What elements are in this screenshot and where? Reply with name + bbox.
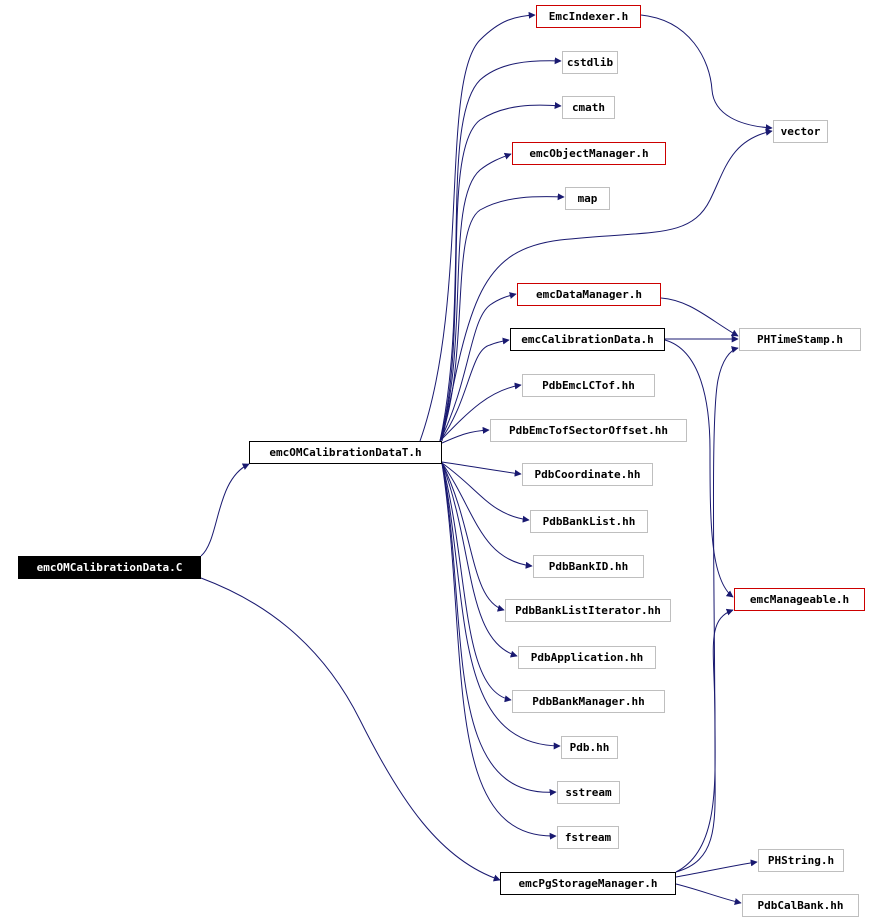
node-vector: vector [773, 120, 828, 143]
node-emcomcalibrationdata-c[interactable]: emcOMCalibrationData.C [18, 556, 201, 579]
node-emcomcalibrationdatat-h[interactable]: emcOMCalibrationDataT.h [249, 441, 442, 464]
node-pdbbanklistiterator-hh: PdbBankListIterator.hh [505, 599, 671, 622]
edge-storage-to-phstring [675, 859, 758, 878]
edge-calib-t-to-map [439, 193, 565, 442]
node-pdbapplication-hh: PdbApplication.hh [518, 646, 656, 669]
edge-calib-t-to-objmgr [439, 152, 512, 442]
edge-calib-t-to-emcindexer [419, 11, 536, 442]
edge-calib-t-to-calibdata [439, 337, 510, 442]
edge-calib-t-to-banklist [441, 462, 530, 523]
edge-calib-t-to-coordinate [441, 461, 522, 477]
node-sstream: sstream [557, 781, 620, 804]
edge-calib-t-to-bankid [441, 462, 533, 569]
edge-calib-t-to-vector [441, 128, 773, 442]
edge-calib-t-to-cstdlib [439, 57, 562, 442]
edge-calib-t-to-lctof [439, 382, 522, 442]
edge-calib-t-to-datamgr [439, 292, 517, 442]
edge-emcindexer-to-vector [640, 14, 773, 132]
edge-calib-t-to-sstream [441, 462, 557, 796]
edge-root-to-storage [200, 577, 501, 882]
node-pdbemclctof-hh: PdbEmcLCTof.hh [522, 374, 655, 397]
edge-calib-t-to-tofsector [441, 426, 490, 444]
node-emcdatamanager-h: emcDataManager.h [517, 283, 661, 306]
node-cstdlib: cstdlib [562, 51, 618, 74]
edge-calib-t-to-bankmgr [441, 462, 512, 703]
node-pdb-hh: Pdb.hh [561, 736, 618, 759]
node-pdbbankid-hh: PdbBankID.hh [533, 555, 644, 578]
node-pdbbanklist-hh: PdbBankList.hh [530, 510, 648, 533]
node-emcpgstoragemanager-h[interactable]: emcPgStorageManager.h [500, 872, 676, 895]
node-emcindexer-h: EmcIndexer.h [536, 5, 641, 28]
node-emcmanageable-h: emcManageable.h [734, 588, 865, 611]
node-fstream: fstream [557, 826, 619, 849]
edge-storage-to-manageable [675, 608, 734, 873]
node-emccalibrationdata-h[interactable]: emcCalibrationData.h [510, 328, 665, 351]
edge-storage-to-calbank [675, 883, 742, 905]
edge-datamgr-to-phtimestamp [660, 297, 739, 337]
edge-calib-t-to-pdb [441, 462, 561, 750]
node-pdbcalbank-hh: PdbCalBank.hh [742, 894, 859, 917]
edge-calib-t-to-application [441, 462, 518, 658]
node-pdbbankmanager-hh: PdbBankManager.hh [512, 690, 665, 713]
node-cmath: cmath [562, 96, 615, 119]
node-emcobjectmanager-h: emcObjectManager.h [512, 142, 666, 165]
node-phtimestamp-h: PHTimeStamp.h [739, 328, 861, 351]
edge-calibdata-to-manageable [664, 339, 734, 598]
edge-calib-t-to-fstream [441, 462, 557, 840]
edge-storage-to-phtimestamp [675, 346, 739, 873]
node-phstring-h: PHString.h [758, 849, 844, 872]
node-pdbemctofsectoroffset-hh: PdbEmcTofSectorOffset.hh [490, 419, 687, 442]
edge-root-to-calib-t [200, 463, 250, 557]
edge-calib-t-to-banklistiter [441, 462, 505, 612]
node-map: map [565, 187, 610, 210]
node-pdbcoordinate-hh: PdbCoordinate.hh [522, 463, 653, 486]
edge-calib-t-to-cmath [439, 102, 562, 442]
